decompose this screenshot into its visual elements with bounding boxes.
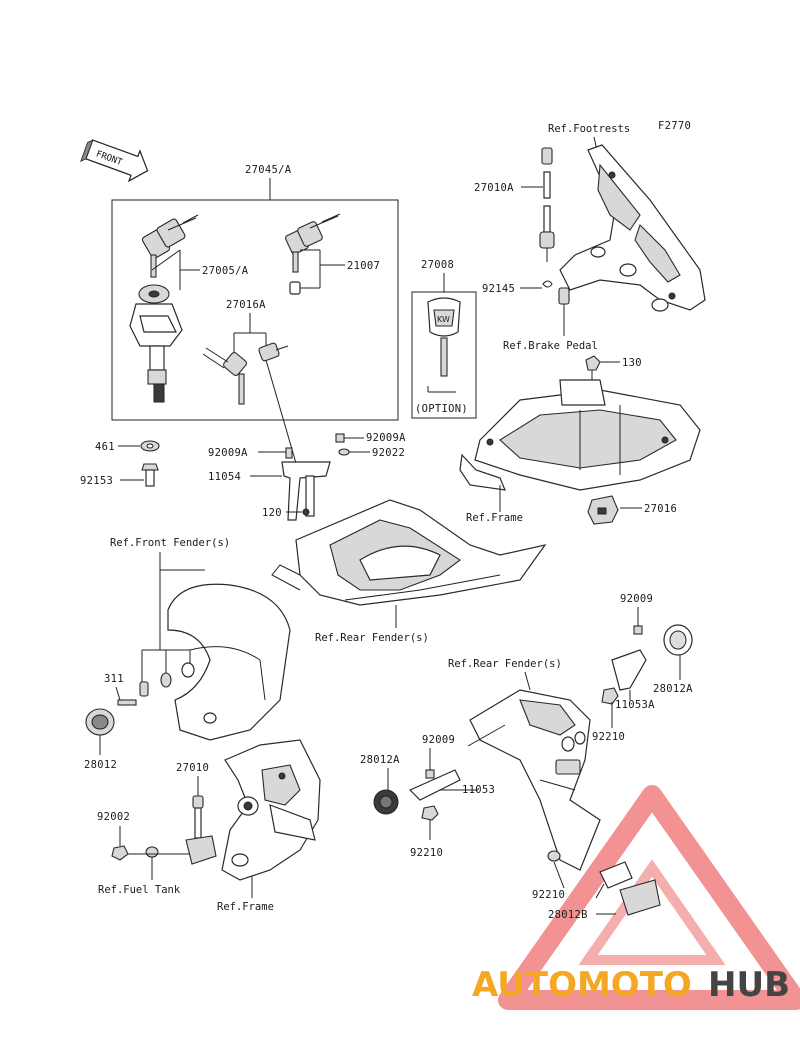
bolt-92002 xyxy=(111,845,159,861)
reflector-28012a-a xyxy=(663,624,693,656)
key-27008: KW xyxy=(427,297,461,393)
label-28012: 28012 xyxy=(84,759,117,771)
front-fender-fasteners xyxy=(117,662,195,706)
keyset-box xyxy=(111,199,399,421)
label-27010a: 27010A xyxy=(474,182,514,194)
label-28012b: 28012B xyxy=(548,909,588,921)
switch-27010 xyxy=(185,795,217,865)
ref-rear-fender-b: Ref.Rear Fender(s) xyxy=(448,658,562,670)
label-11054: 11054 xyxy=(208,471,241,483)
reflector-28012a-b xyxy=(373,789,399,815)
ref-rear-fender-a: Ref.Rear Fender(s) xyxy=(315,632,429,644)
label-28012a-b: 28012A xyxy=(360,754,400,766)
bracket-11054 xyxy=(281,461,331,521)
watermark-triangle xyxy=(498,785,800,1010)
label-92022: 92022 xyxy=(372,447,405,459)
label-27016: 27016 xyxy=(644,503,677,515)
ref-footrests: Ref.Footrests xyxy=(548,123,630,135)
nut-92210-b xyxy=(421,805,439,821)
license-plate-holder xyxy=(469,689,601,871)
brake-switch-27010a xyxy=(539,147,570,305)
label-92145: 92145 xyxy=(482,283,515,295)
watermark-text-part1: AUTOMOTO xyxy=(472,965,692,1005)
label-92210-a: 92210 xyxy=(592,731,625,743)
front-arrow-icon: FRONT xyxy=(80,139,149,183)
label-92210-c: 92210 xyxy=(532,889,565,901)
ref-frame-b: Ref.Frame xyxy=(217,901,274,913)
footrest-bracket xyxy=(559,144,706,312)
label-27010: 27010 xyxy=(176,762,209,774)
label-92009-a: 92009 xyxy=(620,593,653,605)
bracket-11053 xyxy=(408,769,461,801)
ref-fuel-tank: Ref.Fuel Tank xyxy=(98,884,181,896)
key-21007 xyxy=(285,213,341,295)
ref-brake-pedal: Ref.Brake Pedal xyxy=(503,340,598,352)
ref-front-fender: Ref.Front Fender(s) xyxy=(110,537,230,549)
frame-ref-a xyxy=(459,379,701,491)
reflector-28012 xyxy=(85,708,115,736)
plate-holder-lower xyxy=(547,850,661,916)
label-11053: 11053 xyxy=(462,784,495,796)
bracket-11053a xyxy=(611,649,647,691)
label-92210-b: 92210 xyxy=(410,847,443,859)
label-28012a-a: 28012A xyxy=(653,683,693,695)
bolt-92153 xyxy=(141,463,159,487)
nut-461 xyxy=(140,440,160,452)
ref-frame-a: Ref.Frame xyxy=(466,512,523,524)
part-27016 xyxy=(587,495,619,525)
label-130: 130 xyxy=(622,357,642,369)
nut-92210-a xyxy=(601,687,619,705)
svg-text:KW: KW xyxy=(437,315,450,324)
label-311: 311 xyxy=(104,673,124,685)
rear-fender-ref-a xyxy=(271,499,547,606)
figure-code: F2770 xyxy=(658,120,691,132)
label-27008: 27008 xyxy=(421,259,454,271)
label-92002: 92002 xyxy=(97,811,130,823)
label-92153: 92153 xyxy=(80,475,113,487)
label-27005a: 27005/A xyxy=(202,265,249,277)
label-120: 120 xyxy=(262,507,282,519)
front-fender xyxy=(167,583,291,741)
label-27045a: 27045/A xyxy=(245,164,292,176)
label-461: 461 xyxy=(95,441,115,453)
label-11053a: 11053A xyxy=(615,699,655,711)
label-92009-b: 92009 xyxy=(422,734,455,746)
label-option: (OPTION) xyxy=(415,403,468,415)
watermark-logo: AUTOMOTO HUB xyxy=(472,965,790,1005)
key-27005a xyxy=(141,214,199,278)
label-92009a-right: 92009A xyxy=(366,432,406,444)
ignition-switch xyxy=(129,284,183,403)
label-92009a-left: 92009A xyxy=(208,447,248,459)
watermark-text-part2: HUB xyxy=(708,965,790,1005)
label-27016a: 27016A xyxy=(226,299,266,311)
label-21007: 21007 xyxy=(347,260,380,272)
key-27016a xyxy=(202,342,289,405)
frame-ref-b xyxy=(221,739,321,881)
